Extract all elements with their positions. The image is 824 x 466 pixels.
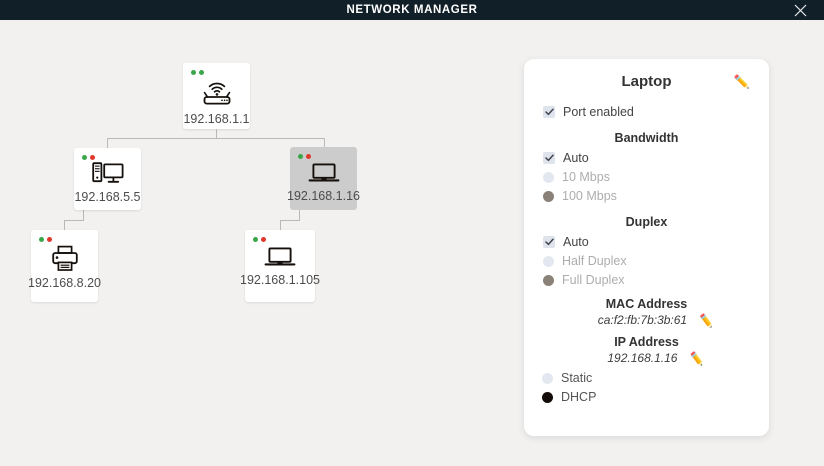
node-label: 192.168.1.1 — [183, 112, 250, 126]
laptop-icon — [264, 244, 296, 269]
printer-icon — [50, 244, 80, 272]
panel-title: Laptop — [621, 72, 672, 90]
pencil-icon[interactable]: ✏️ — [697, 312, 714, 328]
status-dot-green — [199, 70, 204, 75]
duplex-auto-row[interactable]: Auto — [524, 233, 769, 251]
node-status-dots — [253, 237, 266, 242]
tree-connectors — [64, 129, 325, 231]
mac-address-value-row: ca:f2:fb:7b:3b:61 ✏️ — [524, 313, 769, 327]
bandwidth-option-10mbps-row[interactable]: 10 Mbps — [524, 168, 769, 186]
status-dot-green — [298, 154, 303, 159]
bandwidth-heading: Bandwidth — [614, 131, 679, 145]
addressing-static-row[interactable]: Static — [524, 369, 769, 387]
status-dot-green — [39, 237, 44, 242]
node-desktop[interactable]: 192.168.5.5 — [74, 148, 141, 210]
device-details-panel: Laptop ✏️ Port enabled Bandwidth Auto 10… — [524, 59, 769, 436]
status-dot-green — [82, 155, 87, 160]
node-printer[interactable]: 192.168.8.20 — [28, 230, 101, 302]
desktop-computer-icon — [91, 160, 124, 186]
node-laptop-child[interactable]: 192.168.1.105 — [240, 230, 320, 302]
duplex-full-label: Full Duplex — [562, 273, 625, 287]
wifi-router-icon — [200, 78, 234, 108]
node-label: 192.168.5.5 — [74, 190, 141, 204]
duplex-half-label: Half Duplex — [562, 254, 627, 268]
bandwidth-option-100mbps-row[interactable]: 100 Mbps — [524, 187, 769, 205]
duplex-auto-label: Auto — [563, 235, 589, 249]
static-label: Static — [561, 371, 593, 385]
node-label: 192.168.1.16 — [287, 189, 360, 203]
node-status-dots — [39, 237, 52, 242]
status-dot-red — [47, 237, 52, 242]
port-enabled-row[interactable]: Port enabled — [524, 103, 769, 121]
bandwidth-auto-checkbox[interactable] — [543, 152, 555, 164]
bandwidth-10mbps-label: 10 Mbps — [562, 170, 610, 184]
mac-address-heading: MAC Address — [605, 297, 688, 311]
duplex-full-radio[interactable] — [543, 274, 554, 286]
bandwidth-10mbps-radio[interactable] — [543, 171, 554, 183]
pencil-icon[interactable]: ✏️ — [687, 350, 704, 366]
status-dot-green — [253, 237, 258, 242]
mac-address-value: ca:f2:fb:7b:3b:61 — [597, 313, 688, 327]
static-radio[interactable] — [542, 372, 553, 384]
pencil-icon[interactable]: ✏️ — [733, 74, 750, 89]
close-icon[interactable] — [786, 0, 814, 20]
laptop-icon — [308, 160, 340, 185]
port-enabled-label: Port enabled — [563, 105, 634, 119]
status-dot-red — [306, 154, 311, 159]
bandwidth-100mbps-radio[interactable] — [543, 190, 554, 202]
status-dot-red — [90, 155, 95, 160]
bandwidth-auto-label: Auto — [563, 151, 589, 165]
duplex-half-radio[interactable] — [543, 255, 554, 267]
node-status-dots — [298, 154, 311, 159]
bandwidth-100mbps-label: 100 Mbps — [562, 189, 617, 203]
node-label: 192.168.8.20 — [28, 276, 101, 290]
duplex-heading: Duplex — [625, 215, 668, 229]
node-status-dots — [191, 70, 204, 75]
status-dot-green — [191, 70, 196, 75]
port-enabled-checkbox[interactable] — [543, 106, 555, 118]
ip-address-value: 192.168.1.16 — [607, 351, 678, 365]
ip-address-value-row: 192.168.1.16 ✏️ — [524, 351, 769, 365]
topology-canvas: 192.168.1.1 192.168.5.5 — [0, 20, 824, 466]
dhcp-label: DHCP — [561, 390, 597, 404]
node-router[interactable]: 192.168.1.1 — [183, 63, 250, 129]
window-titlebar: NETWORK MANAGER — [0, 0, 824, 20]
duplex-full-row[interactable]: Full Duplex — [524, 271, 769, 289]
ip-address-heading: IP Address — [614, 335, 679, 349]
bandwidth-auto-row[interactable]: Auto — [524, 149, 769, 167]
panel-header: Laptop ✏️ — [524, 59, 769, 103]
status-dot-red — [261, 237, 266, 242]
window-title: NETWORK MANAGER — [346, 4, 478, 16]
addressing-dhcp-row[interactable]: DHCP — [524, 388, 769, 406]
dhcp-radio[interactable] — [542, 391, 553, 403]
node-label: 192.168.1.105 — [240, 273, 320, 287]
duplex-half-row[interactable]: Half Duplex — [524, 252, 769, 270]
node-status-dots — [82, 155, 95, 160]
duplex-auto-checkbox[interactable] — [543, 236, 555, 248]
node-laptop-selected[interactable]: 192.168.1.16 — [287, 147, 360, 210]
